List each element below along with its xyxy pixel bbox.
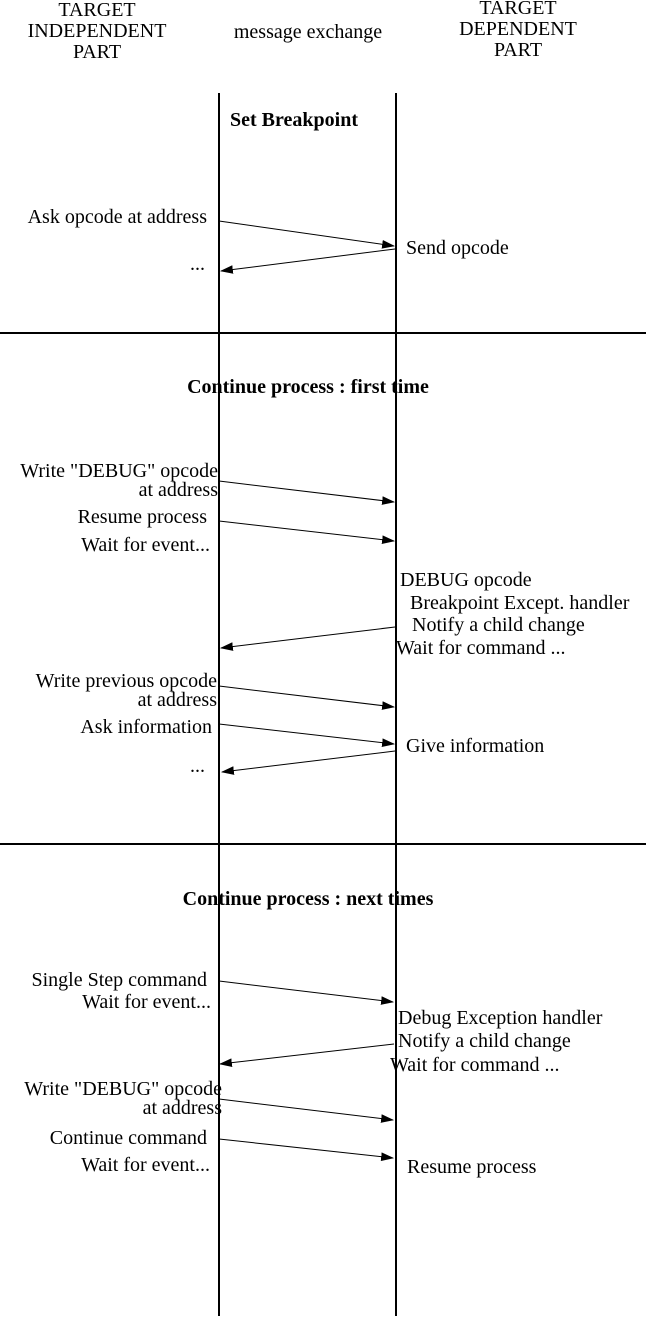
label-breakpoint-except-handler: Breakpoint Except. handler [410, 592, 630, 614]
header-message-exchange: message exchange [233, 21, 383, 43]
single-step-command-arrow [218, 980, 395, 1005]
label-wait-for-command-1: Wait for command ... [396, 637, 566, 659]
ask-information-arrow [218, 723, 396, 747]
section-title-set-breakpoint: Set Breakpoint [230, 109, 358, 131]
notify-child-change-arrow-2 [218, 1043, 395, 1067]
continue-command-arrow [218, 1138, 395, 1162]
label-debug-opcode: DEBUG opcode [400, 569, 532, 591]
write-previous-opcode-arrow [218, 685, 396, 710]
label-notify-child-change-1: Notify a child change [412, 614, 585, 636]
label-write-debug-opcode-2: Write "DEBUG" opcode at address [24, 1078, 222, 1119]
send-opcode-return-arrow [219, 248, 396, 274]
label-resume-process-2: Resume process [407, 1156, 537, 1178]
label-continue-command: Continue command [49, 1127, 207, 1149]
label-ellipsis-2: ... [190, 755, 205, 777]
label-ask-information: Ask information [80, 716, 212, 738]
label-wait-for-event-3: Wait for event... [81, 1154, 210, 1176]
resume-process-arrow [218, 520, 396, 544]
section-title-first-time: Continue process : first time [187, 376, 429, 398]
label-send-opcode: Send opcode [406, 237, 509, 259]
label-debug-exception-handler: Debug Exception handler [398, 1007, 603, 1029]
give-information-return-arrow [220, 750, 396, 775]
label-wait-for-event-1: Wait for event... [81, 534, 210, 556]
label-write-previous-opcode: Write previous opcode at address [35, 670, 217, 711]
header-target-independent-part: TARGET INDEPENDENT PART [27, 0, 167, 63]
label-resume-process-1: Resume process [77, 506, 207, 528]
label-ask-opcode-at-address: Ask opcode at address [27, 206, 207, 228]
label-give-information: Give information [406, 735, 545, 757]
ask-opcode-arrow [218, 220, 396, 249]
section-title-next-times: Continue process : next times [182, 888, 434, 910]
label-notify-child-change-2: Notify a child change [398, 1030, 571, 1052]
label-ellipsis-1: ... [190, 253, 205, 275]
write-debug-opcode-arrow [218, 480, 396, 505]
label-single-step-command: Single Step command [31, 969, 207, 991]
write-debug-opcode-arrow-2 [218, 1098, 395, 1123]
label-wait-for-command-2: Wait for command ... [390, 1054, 560, 1076]
notify-child-change-arrow [219, 626, 396, 651]
header-target-dependent-part: TARGET DEPENDENT PART [459, 0, 577, 61]
label-wait-for-event-2: Wait for event... [82, 991, 211, 1013]
label-write-debug-opcode-1: Write "DEBUG" opcode at address [20, 460, 218, 501]
